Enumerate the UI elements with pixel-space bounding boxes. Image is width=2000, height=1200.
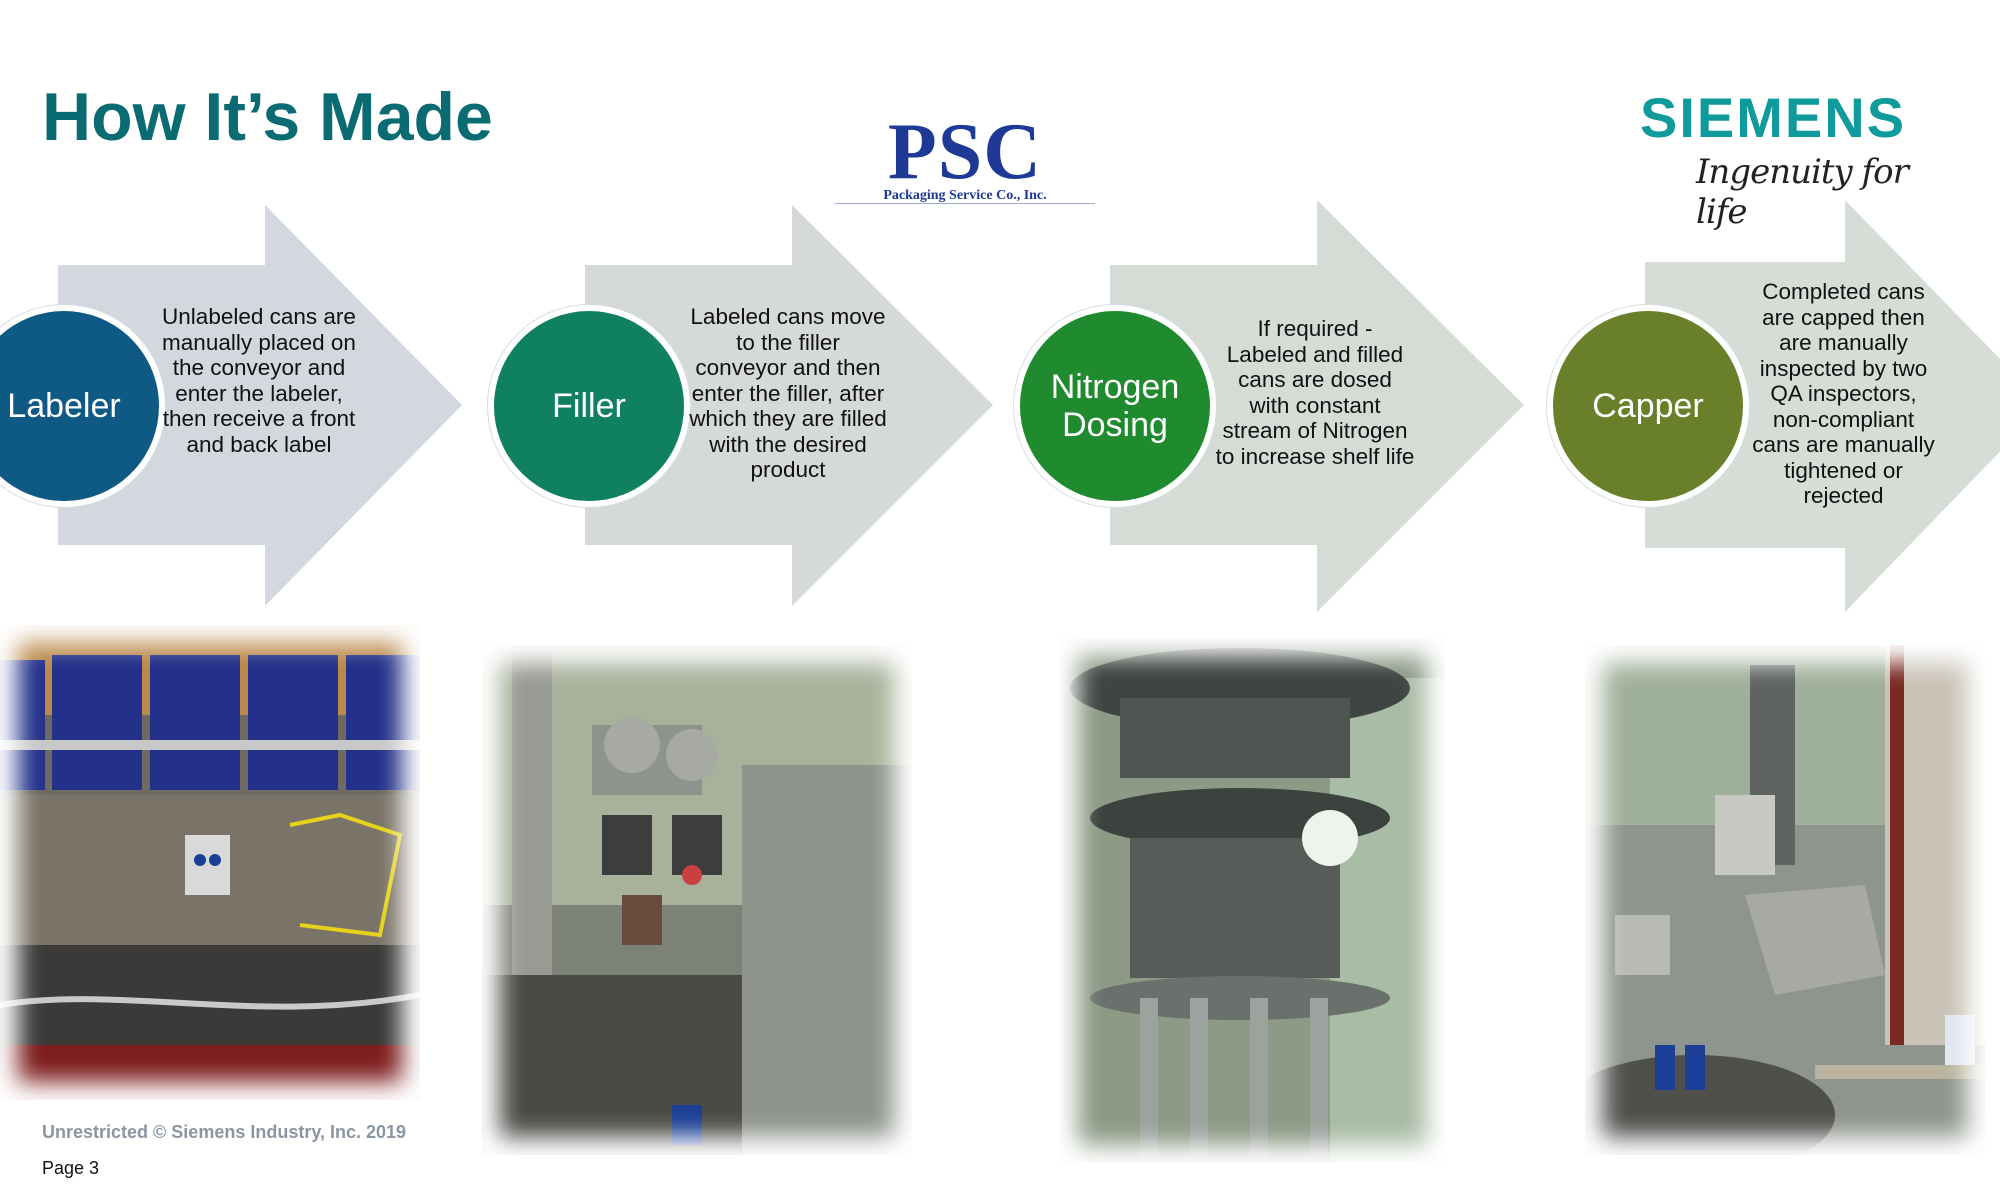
page-title: How It’s Made: [42, 79, 493, 155]
psc-logo-rule: [835, 203, 1095, 204]
capper-photo: [1585, 645, 1985, 1155]
step-description-labeler: Unlabeled cans are manually placed on th…: [162, 304, 356, 457]
step-name-nitrogen-dosing: Nitrogen Dosing: [1050, 368, 1180, 444]
step-name-filler: Filler: [552, 387, 626, 425]
labeler-photo-illustration: [0, 625, 420, 1100]
siemens-logo: SIEMENS Ingenuity for life: [1640, 86, 1960, 233]
labeler-photo: [0, 625, 420, 1100]
siemens-logo-wordmark: SIEMENS: [1640, 86, 1907, 149]
step-description-filler: Labeled cans move to the filler conveyor…: [689, 304, 887, 482]
step-name-labeler: Labeler: [7, 387, 121, 425]
capper-photo-illustration: [1585, 645, 1985, 1155]
step-circle-nitrogen-dosing: Nitrogen Dosing: [1014, 305, 1216, 507]
footer-copyright: Unrestricted © Siemens Industry, Inc. 20…: [42, 1122, 407, 1142]
step-circle-filler: Filler: [488, 305, 690, 507]
siemens-logo-tagline: Ingenuity for life: [1696, 152, 1909, 232]
nitrogen-dosing-photo: [1060, 638, 1445, 1163]
arrow-shape-labeler: [58, 205, 462, 606]
step-circle-capper: Capper: [1547, 305, 1749, 507]
nitrogen-dosing-photo-illustration: [1060, 638, 1445, 1163]
arrow-shape-nitrogen-dosing: [1110, 200, 1524, 612]
footer-page-number: Page 3: [42, 1158, 100, 1178]
psc-logo-subtitle: Packaging Service Co., Inc.: [883, 188, 1047, 203]
arrow-shape-capper: [1645, 200, 2000, 612]
psc-logo: PSC Packaging Service Co., Inc.: [835, 112, 1095, 204]
step-description-nitrogen-dosing: If required - Labeled and filled cans ar…: [1215, 316, 1415, 469]
filler-photo: [482, 645, 912, 1155]
step-circle-labeler: Labeler: [0, 305, 165, 507]
psc-logo-mark: PSC: [887, 108, 1043, 196]
step-description-capper: Completed cans are capped then are manua…: [1752, 279, 1935, 508]
filler-photo-illustration: [482, 645, 912, 1155]
arrow-shape-filler: [585, 205, 993, 606]
step-name-capper: Capper: [1592, 387, 1704, 425]
